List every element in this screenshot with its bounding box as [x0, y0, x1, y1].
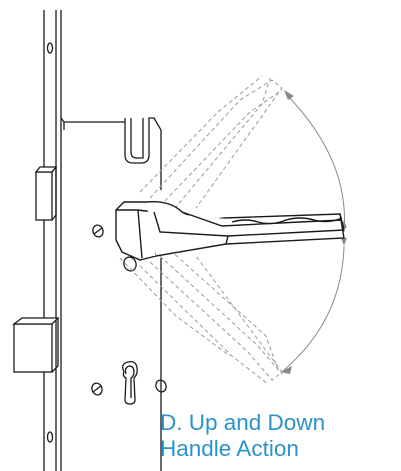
latch-bolt — [34, 166, 58, 221]
keyhole-icon — [122, 360, 138, 405]
diagram-caption: D. Up and Down Handle Action — [160, 410, 398, 462]
handle-ghost-up — [139, 75, 283, 215]
arrow-down-icon — [280, 220, 347, 374]
arrow-up-icon — [284, 90, 347, 246]
lock-case — [60, 117, 162, 471]
dead-bolt — [12, 317, 60, 373]
screw-holes — [91, 224, 167, 396]
caption-line-1: D. Up and Down — [160, 410, 326, 435]
handle-ghost-down — [119, 249, 283, 385]
door-handle — [115, 201, 345, 261]
lock-faceplate — [43, 10, 62, 471]
caption-line-2: Handle Action — [160, 436, 299, 461]
rotation-arc — [283, 93, 346, 371]
